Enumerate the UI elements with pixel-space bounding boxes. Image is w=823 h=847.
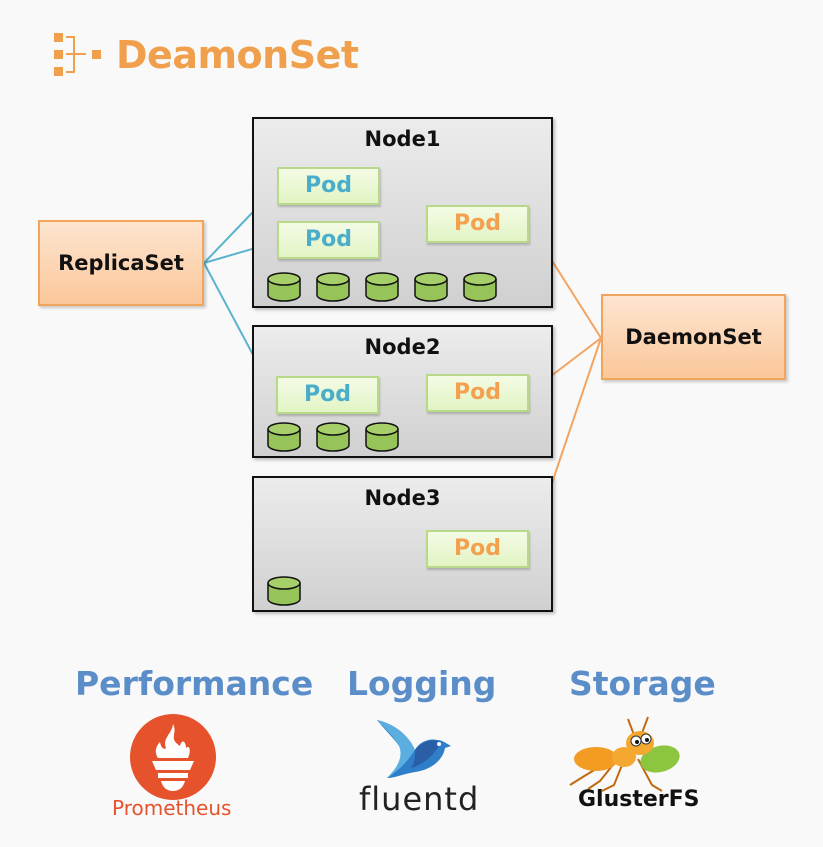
- node-label: Node2: [364, 335, 441, 359]
- storage-disk-icon: [316, 422, 350, 452]
- pod-replicaset: Pod: [277, 167, 380, 205]
- prometheus-caption: Prometheus: [112, 796, 232, 820]
- replicaset-label: ReplicaSet: [58, 251, 184, 275]
- node-1: Node1 Pod Pod Pod: [252, 117, 553, 308]
- pod-daemonset: Pod: [426, 374, 529, 412]
- pod-daemonset: Pod: [426, 530, 529, 568]
- storage-disk-icon: [365, 272, 399, 302]
- node-2: Node2 Pod Pod: [252, 325, 553, 458]
- daemonset-label: DaemonSet: [625, 325, 762, 349]
- storage-disk-icon: [267, 422, 301, 452]
- glusterfs-ant-icon: [569, 716, 680, 792]
- replicaset-box: ReplicaSet: [38, 220, 204, 306]
- fluentd-bird-icon: [377, 720, 451, 778]
- category-performance: Performance: [75, 664, 314, 703]
- node-label: Node3: [364, 486, 441, 510]
- fluentd-caption: fluentd: [359, 780, 480, 818]
- node-label: Node1: [364, 127, 441, 151]
- storage-disk-icon: [316, 272, 350, 302]
- storage-disk-icon: [267, 576, 301, 606]
- storage-disk-icon: [267, 272, 301, 302]
- storage-disk-icon: [414, 272, 448, 302]
- category-logging: Logging: [347, 664, 497, 703]
- glusterfs-caption: GlusterFS: [578, 787, 700, 812]
- daemonset-box: DaemonSet: [601, 294, 786, 380]
- title-text: DeamonSet: [116, 33, 359, 77]
- node-3: Node3 Pod: [252, 476, 553, 612]
- hierarchy-icon: [54, 33, 101, 76]
- pod-replicaset: Pod: [276, 376, 379, 414]
- category-storage: Storage: [569, 664, 716, 703]
- storage-disk-icon: [365, 422, 399, 452]
- page-title: DeamonSet: [52, 30, 359, 80]
- storage-disk-icon: [463, 272, 497, 302]
- pod-replicaset: Pod: [277, 221, 380, 259]
- pod-daemonset: Pod: [426, 205, 529, 243]
- prometheus-logo-icon: [130, 714, 216, 800]
